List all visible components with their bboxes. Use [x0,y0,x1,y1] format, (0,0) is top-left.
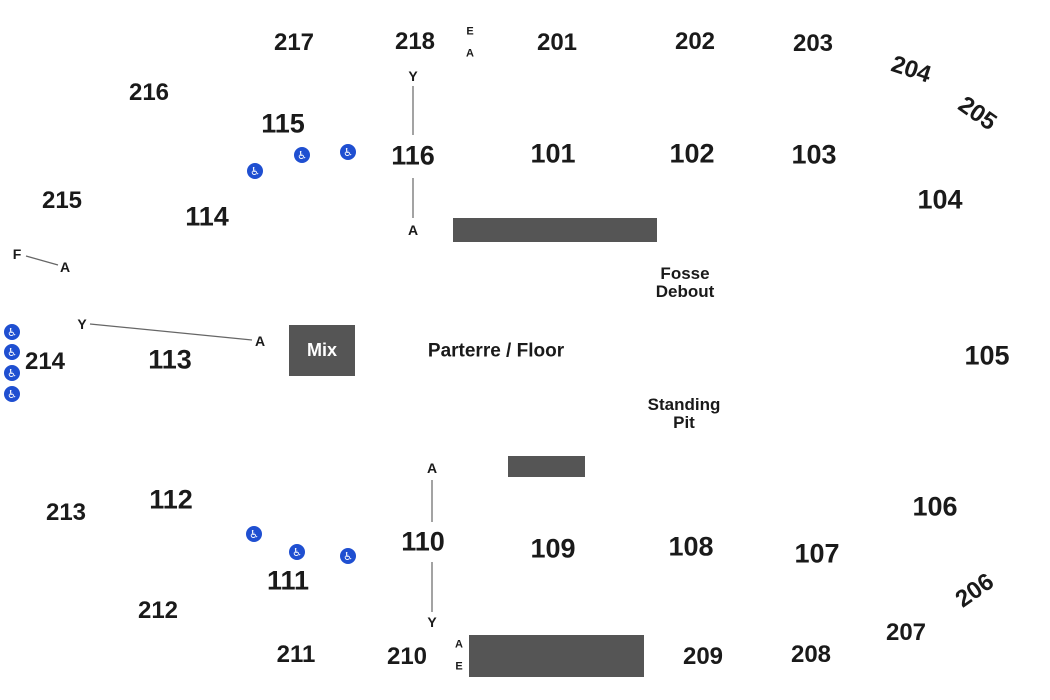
mix-label: Mix [306,340,337,360]
section-108[interactable]: 108 [668,531,714,562]
mix-booth: Mix [289,325,355,376]
row-label-e: E [466,25,474,38]
pit-line2: Pit [673,413,695,432]
row-label-a: A [426,460,438,476]
row-label-e: E [455,660,463,673]
wheelchair-icon: ♿ [246,526,262,542]
section-217[interactable]: 217 [273,29,315,56]
stage-block-middle [508,456,585,477]
section-104[interactable]: 104 [917,184,963,215]
row-label-y: Y [77,316,87,332]
wheelchair-icon: ♿ [4,344,20,360]
section-202[interactable]: 202 [674,28,716,55]
section-215[interactable]: 215 [41,187,83,214]
stage-block-bottom [469,635,644,677]
wheelchair-icon: ♿ [4,324,20,340]
floor-label: Parterre / Floor [427,340,565,362]
section-208[interactable]: 208 [790,641,832,668]
row-label-a: A [59,259,71,275]
section-201[interactable]: 201 [536,29,578,56]
section-213[interactable]: 213 [45,499,87,526]
row-label-a: A [407,222,419,238]
section-209[interactable]: 209 [682,643,724,670]
row-label-a: A [254,333,266,349]
wheelchair-icon: ♿ [4,386,20,402]
section-113[interactable]: 113 [148,344,192,375]
standing-pit-label: Standing Pit [648,396,721,432]
stage-block-top [453,218,657,242]
wheelchair-icon: ♿ [340,144,356,160]
section-109[interactable]: 109 [530,533,576,564]
row-label-y: Y [408,68,418,84]
wheelchair-icon: ♿ [340,548,356,564]
section-102[interactable]: 102 [669,138,715,169]
section-114[interactable]: 114 [185,201,229,232]
row-label-f: F [12,246,22,262]
section-216[interactable]: 216 [128,79,170,106]
wheelchair-icon: ♿ [289,544,305,560]
wheelchair-icon: ♿ [4,365,20,381]
section-218[interactable]: 218 [394,28,436,55]
section-111[interactable]: 111 [266,565,310,596]
section-112[interactable]: 112 [149,484,193,515]
section-110[interactable]: 110 [401,526,445,557]
pit-line1: Standing [647,395,721,415]
row-line-113 [89,323,253,341]
section-203[interactable]: 203 [792,30,834,57]
fosse-line2: Debout [655,282,715,301]
wheelchair-icon: ♿ [294,147,310,163]
row-label-y: Y [427,614,437,630]
wheelchair-icon: ♿ [247,163,263,179]
section-210[interactable]: 210 [386,643,428,670]
row-line-215 [25,255,59,266]
row-label-a: A [466,47,474,60]
row-label-a: A [455,638,463,651]
section-105[interactable]: 105 [964,340,1010,371]
section-101[interactable]: 101 [530,138,576,169]
section-211[interactable]: 211 [276,641,316,668]
section-116[interactable]: 116 [391,140,435,171]
section-115[interactable]: 115 [261,108,305,139]
fosse-debout-label: Fosse Debout [656,265,715,301]
section-107[interactable]: 107 [794,538,840,569]
section-103[interactable]: 103 [791,139,837,170]
section-212[interactable]: 212 [137,597,179,624]
section-106[interactable]: 106 [912,491,958,522]
section-214[interactable]: 214 [24,348,66,375]
fosse-line1: Fosse [660,264,710,284]
section-207[interactable]: 207 [885,619,927,646]
